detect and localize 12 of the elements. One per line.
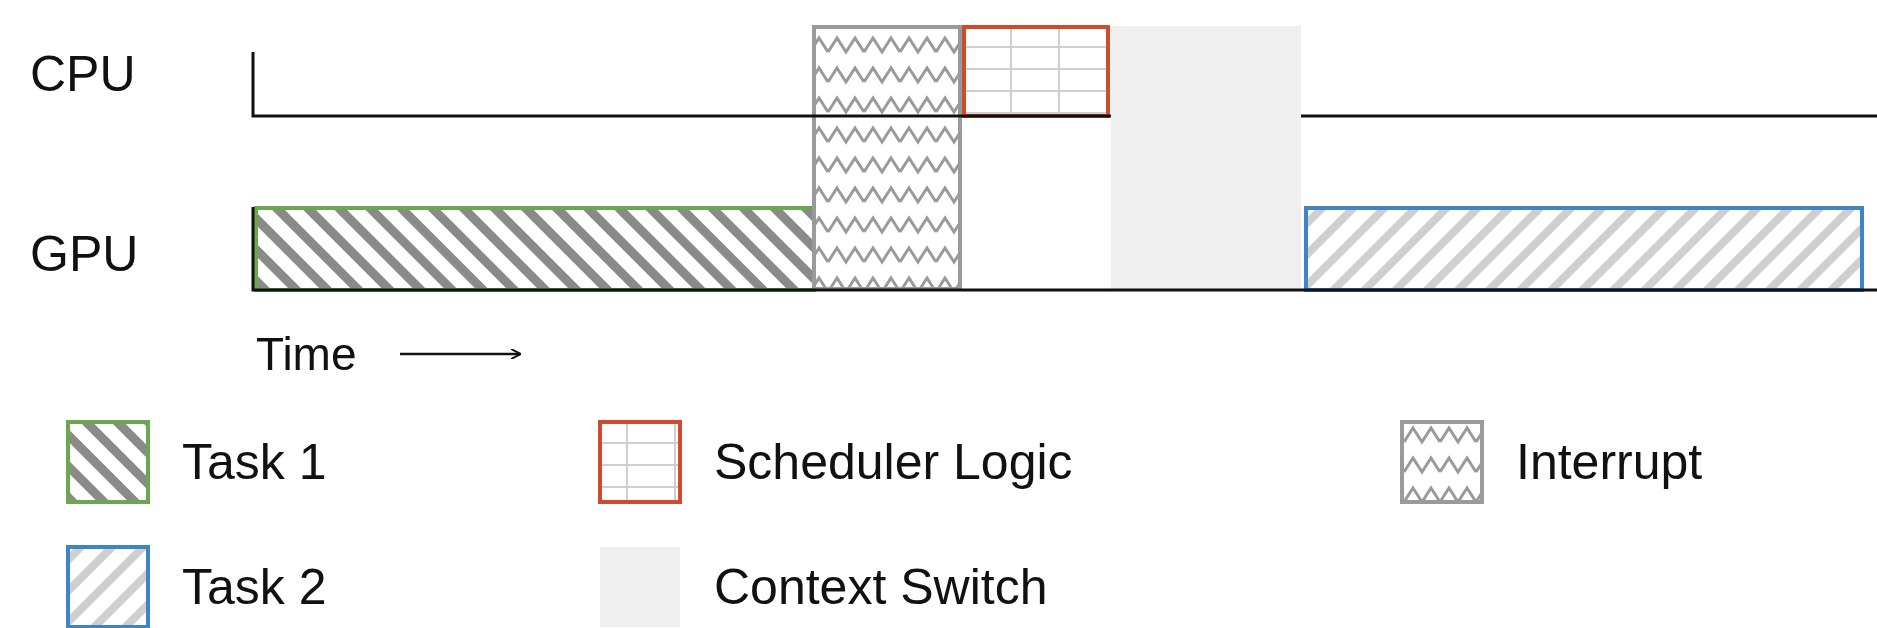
interrupt-bar	[812, 25, 962, 291]
legend-label: Task 1	[182, 434, 327, 490]
legend-label: Interrupt	[1516, 434, 1703, 490]
legend-label: Task 2	[182, 559, 327, 615]
scheduler-bar	[962, 25, 1110, 118]
context-switch-band	[1111, 26, 1301, 290]
row-label: CPU	[30, 46, 136, 102]
legend-label: Scheduler Logic	[714, 434, 1073, 490]
row-label: GPU	[30, 226, 139, 282]
axis-label: Time	[256, 327, 357, 382]
legend-label: Context Switch	[714, 559, 1048, 615]
task-bar	[1304, 206, 1864, 292]
